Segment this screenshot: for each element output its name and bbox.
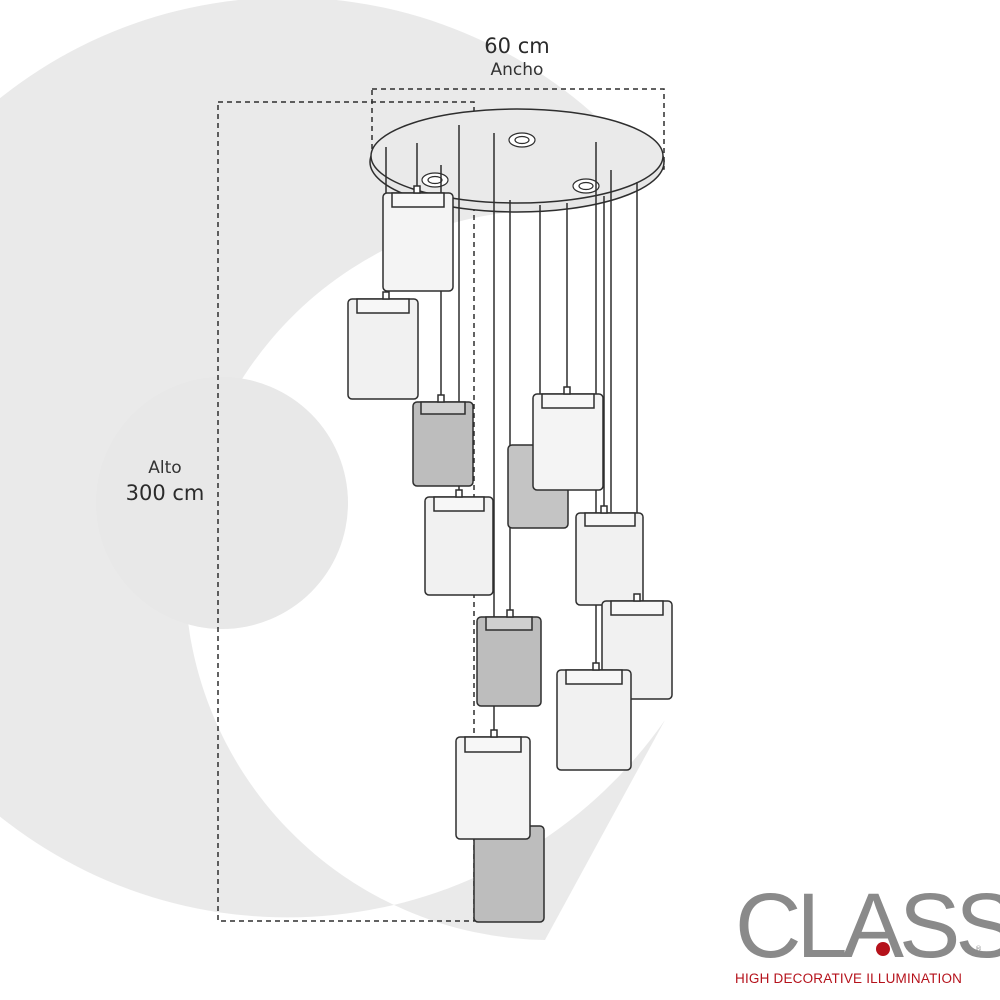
pendant-lamp [455,729,531,840]
pendant-lamp [556,662,632,771]
width-dimension-value: 60 cm [484,34,550,58]
brand-logo: CLASS ® HIGH DECORATIVE ILLUMINATION [735,880,1000,995]
canopy [369,108,665,213]
height-dimension-frame [217,101,475,922]
pendant-lamp-dark [476,609,542,707]
pendant-lamp-dark [473,825,545,923]
brand-tagline: HIGH DECORATIVE ILLUMINATION [735,971,963,986]
height-dimension-label: Alto [148,458,182,478]
background-c-mark [0,0,665,940]
pendant-lamp [532,386,604,491]
width-dimension-label: Ancho [490,60,544,80]
background-inner-circle [96,377,348,629]
pendant-lamp [382,185,454,292]
pendant-lamp [575,505,644,606]
brand-name: CLASS [735,875,1000,977]
pendant-lamp-dark [412,394,474,487]
brand-red-dot [876,942,890,956]
height-dimension-value: 300 cm [125,481,205,505]
brand-registered-mark: ® [975,945,982,953]
pendant-lamp [347,291,419,400]
pendant-shades [347,185,673,923]
pendant-lamp [424,489,494,596]
